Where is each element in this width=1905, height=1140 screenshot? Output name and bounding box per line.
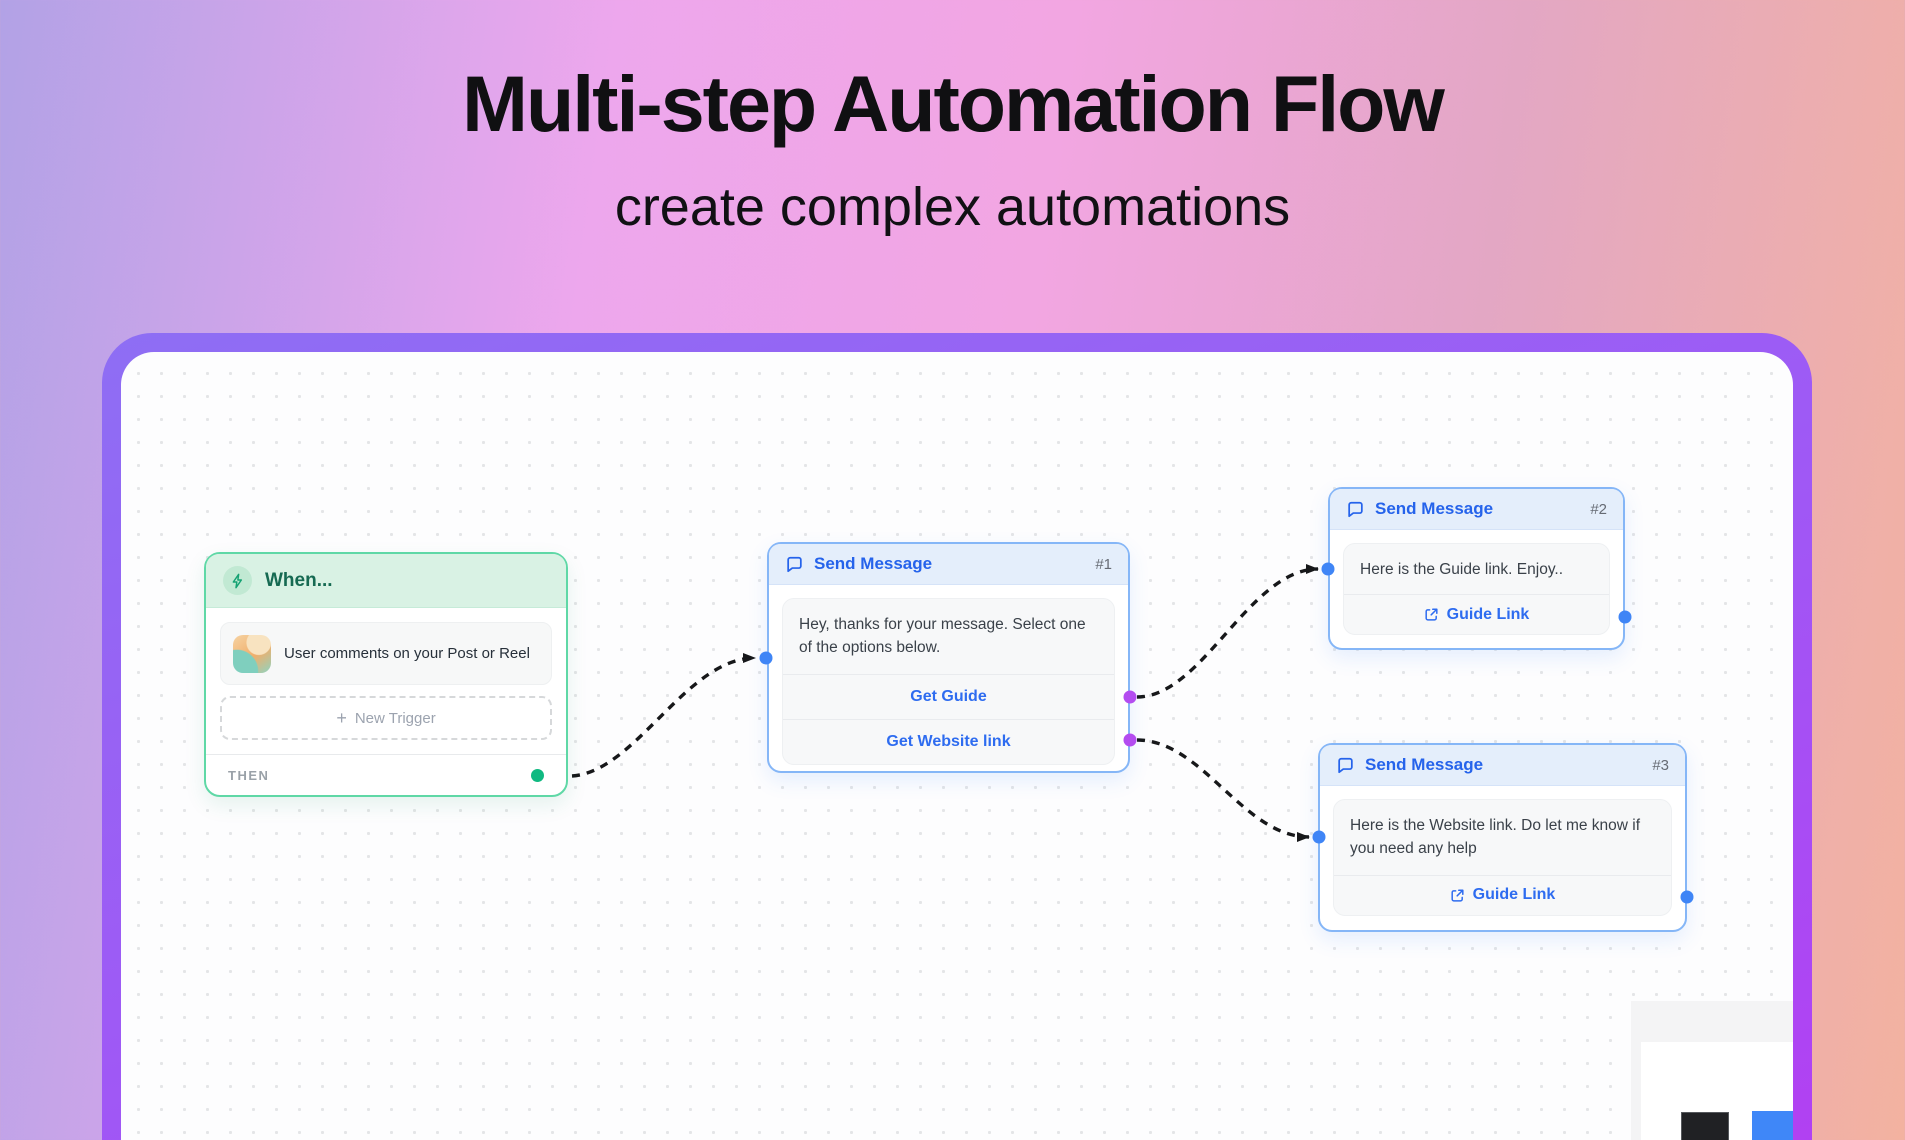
node2-badge: #2 <box>1590 500 1607 518</box>
flow-panel: When... User comments on your Post or Re… <box>102 333 1812 1140</box>
node1-title: Send Message <box>814 554 933 573</box>
flow-canvas[interactable]: When... User comments on your Post or Re… <box>121 352 1793 1140</box>
trigger-item[interactable]: User comments on your Post or Reel <box>220 622 552 685</box>
new-trigger-button[interactable]: + New Trigger <box>220 696 552 740</box>
guide-link-label: Guide Link <box>1446 605 1530 623</box>
node3-output-handle[interactable] <box>1680 890 1694 904</box>
external-link-icon <box>1424 607 1439 622</box>
option-get-website-link-label: Get Website link <box>886 732 1011 750</box>
node1-message-card: Hey, thanks for your message. Select one… <box>782 598 1115 765</box>
send-message-node-2[interactable]: Send Message #2 Here is the Guide link. … <box>1328 487 1625 650</box>
node3-message-card: Here is the Website link. Do let me know… <box>1333 799 1672 916</box>
guide-link-button[interactable]: Guide Link <box>1334 874 1671 915</box>
node2-title: Send Message <box>1375 499 1494 518</box>
node2-output-handle[interactable] <box>1618 610 1632 624</box>
node3-header: Send Message #3 <box>1320 745 1685 786</box>
node2-header: Send Message #2 <box>1330 489 1623 530</box>
page-subtitle: create complex automations <box>614 177 1291 237</box>
hero-header: Multi-step Automation Flow create comple… <box>0 0 1905 238</box>
edge-node1-to-node2[interactable] <box>1136 564 1319 699</box>
node1-body: Hey, thanks for your message. Select one… <box>769 585 1128 778</box>
node3-body: Here is the Website link. Do let me know… <box>1320 786 1685 929</box>
trigger-node-when[interactable]: When... User comments on your Post or Re… <box>204 552 568 797</box>
trigger-node-body: User comments on your Post or Reel + New… <box>206 608 566 740</box>
trigger-node-title: When... <box>265 569 333 591</box>
node1-output-handle-get-guide[interactable] <box>1123 690 1137 704</box>
option-get-website-link[interactable]: Get Website link <box>783 718 1114 764</box>
send-message-node-3[interactable]: Send Message #3 Here is the Website link… <box>1318 743 1687 932</box>
edge-node1-to-node3[interactable] <box>1136 738 1310 842</box>
node3-input-handle[interactable] <box>1312 830 1326 844</box>
minimap-node-dark <box>1681 1112 1729 1140</box>
edges-layer <box>571 564 1319 842</box>
node2-input-handle[interactable] <box>1321 562 1335 576</box>
node1-input-handle[interactable] <box>759 651 773 665</box>
guide-link-button[interactable]: Guide Link <box>1344 594 1609 634</box>
page-title: Multi-step Automation Flow <box>462 59 1445 148</box>
edge-trigger-to-node1[interactable] <box>571 653 756 778</box>
post-thumbnail-image <box>233 634 271 673</box>
minimap-viewport <box>1641 1042 1793 1140</box>
external-link-icon <box>1450 888 1465 903</box>
node2-message-text: Here is the Guide link. Enjoy.. <box>1360 561 1564 578</box>
chat-bubble-icon <box>785 555 804 574</box>
node3-badge: #3 <box>1652 756 1669 774</box>
new-trigger-label: New Trigger <box>354 709 436 727</box>
minimap-node-blue <box>1752 1111 1793 1140</box>
node3-message-text: Here is the Website link. Do let me know… <box>1350 817 1641 858</box>
guide-link-label: Guide Link <box>1472 886 1556 903</box>
trigger-item-label: User comments on your Post or Reel <box>284 645 530 662</box>
node2-message-card: Here is the Guide link. Enjoy.. Guide Li… <box>1343 543 1610 636</box>
trigger-node-footer: THEN <box>206 754 566 796</box>
node2-body: Here is the Guide link. Enjoy.. Guide Li… <box>1330 530 1623 648</box>
node1-badge: #1 <box>1095 555 1112 573</box>
plus-icon: + <box>336 708 347 728</box>
trigger-node-header: When... <box>206 554 566 608</box>
then-label: THEN <box>228 768 270 783</box>
option-get-guide[interactable]: Get Guide <box>783 673 1114 719</box>
chat-bubble-icon <box>1336 756 1355 775</box>
node1-output-handle-get-website[interactable] <box>1123 733 1137 747</box>
minimap[interactable] <box>1631 1001 1793 1140</box>
send-message-node-1[interactable]: Send Message #1 Hey, thanks for your mes… <box>767 542 1130 773</box>
node3-title: Send Message <box>1365 755 1484 774</box>
node1-header: Send Message #1 <box>769 544 1128 585</box>
node1-message-text: Hey, thanks for your message. Select one… <box>799 616 1086 657</box>
then-output-handle[interactable] <box>531 769 544 782</box>
option-get-guide-label: Get Guide <box>910 687 987 705</box>
chat-bubble-icon <box>1346 500 1365 519</box>
lightning-icon <box>223 566 252 595</box>
